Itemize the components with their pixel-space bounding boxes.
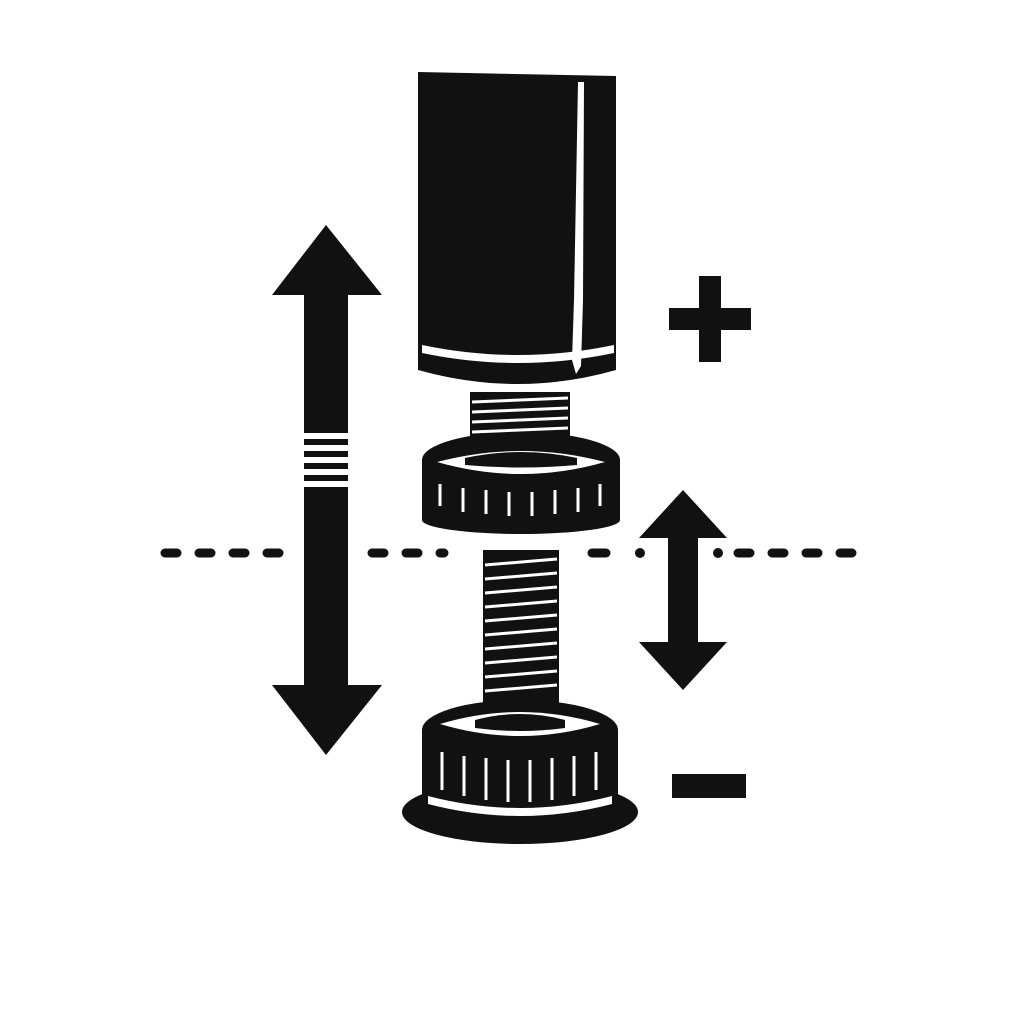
cylinder-body: [418, 72, 616, 384]
dashed-reference-line: [160, 548, 865, 558]
upper-lock-nut: [422, 432, 620, 534]
plus-icon: [669, 276, 751, 362]
large-double-arrow-icon: [272, 225, 382, 755]
small-double-arrow-icon: [639, 490, 727, 690]
minus-icon: [672, 774, 746, 798]
base-foot: [402, 700, 638, 844]
lower-threaded-stem: [483, 550, 559, 715]
